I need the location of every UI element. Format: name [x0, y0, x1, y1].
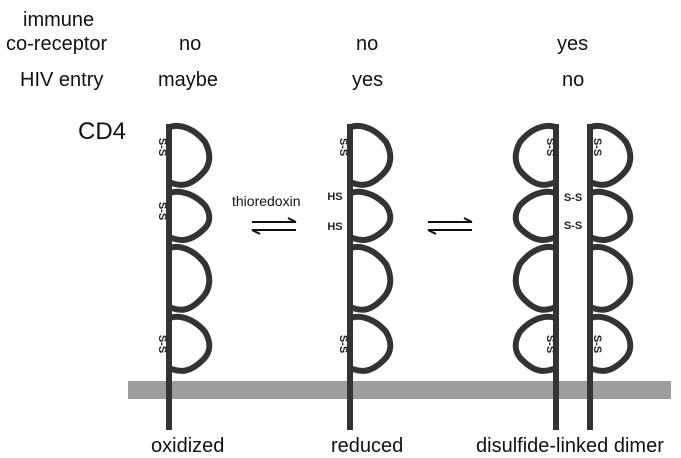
thioredoxin-label: thioredoxin [232, 193, 301, 209]
reduced-cd4-domain-4 [347, 313, 394, 374]
dimer-right-d1-disulfide-label: S-S [591, 138, 603, 156]
dimer-left-d1-disulfide-label: S-S [544, 138, 556, 156]
dimerization-forward-arrow [428, 217, 473, 223]
dimer-intermolecular-disulfide-lower: S-S [564, 220, 582, 232]
oxidized-cd4-domain-1 [166, 122, 213, 188]
dimer-right-d4-disulfide-label: S-S [591, 335, 603, 353]
reduced-d2-thiol-label-lower: HS [327, 221, 342, 233]
hiv-entry-row-label: HIV entry [20, 69, 104, 91]
dimer-left-cd4-domain-1 [512, 122, 559, 188]
oxidized-cd4-domain-4 [166, 313, 213, 374]
reduced-d2-thiol-label-upper: HS [327, 191, 342, 203]
co-receptor-row-label-line1: immune [23, 9, 95, 31]
oxidized-cd4-domain-3 [166, 243, 213, 313]
dimer-left-cd4-domain-4 [512, 313, 559, 374]
cd4-label: CD4 [78, 118, 127, 145]
reduced-co-receptor-value: no [356, 33, 379, 55]
oxidized-state-label: oxidized [151, 435, 225, 457]
oxidized-d2-disulfide-label: S-S [156, 202, 168, 220]
oxidized-co-receptor-value: no [179, 33, 202, 55]
oxidized-cd4-domain-2 [166, 188, 213, 243]
dimer-state-label: disulfide-linked dimer [476, 435, 664, 457]
reduced-state-label: reduced [331, 435, 404, 457]
reduced-cd4-domain-1 [347, 122, 394, 188]
oxidized-d1-disulfide-label: S-S [156, 138, 168, 156]
reduced-d4-disulfide-label: S-S [337, 335, 349, 353]
reduced-hiv-entry-value: yes [352, 69, 384, 91]
dimer-right-cd4-domain-4 [587, 313, 634, 374]
dimer-left-d4-disulfide-label: S-S [544, 335, 556, 353]
reduced-d1-disulfide-label: S-S [337, 138, 349, 156]
dimer-right-cd4-domain-1 [587, 122, 634, 188]
cell-membrane [128, 381, 671, 399]
dimer-right-cd4-domain-2 [587, 188, 634, 243]
reduced-cd4-domain-3 [347, 243, 394, 313]
dimer-right-cd4-domain-3 [587, 243, 634, 313]
equilibrium-arrows [251, 217, 473, 235]
thioredoxin-forward-arrow [252, 217, 297, 223]
dimer-left-cd4-domain-3 [512, 243, 559, 313]
oxidized-d4-disulfide-label: S-S [156, 335, 168, 353]
dimer-hiv-entry-value: no [562, 69, 585, 91]
dimer-intermolecular-disulfide-upper: S-S [564, 192, 582, 204]
dimer-co-receptor-value: yes [557, 33, 589, 55]
oxidized-hiv-entry-value: maybe [158, 69, 219, 91]
co-receptor-row-label-line2: co-receptor [6, 33, 108, 55]
dimer-left-cd4-domain-2 [512, 188, 559, 243]
thioredoxin-reverse-arrow [251, 229, 296, 235]
reduced-cd4-domain-2 [347, 188, 394, 243]
dimerization-reverse-arrow [427, 229, 472, 235]
